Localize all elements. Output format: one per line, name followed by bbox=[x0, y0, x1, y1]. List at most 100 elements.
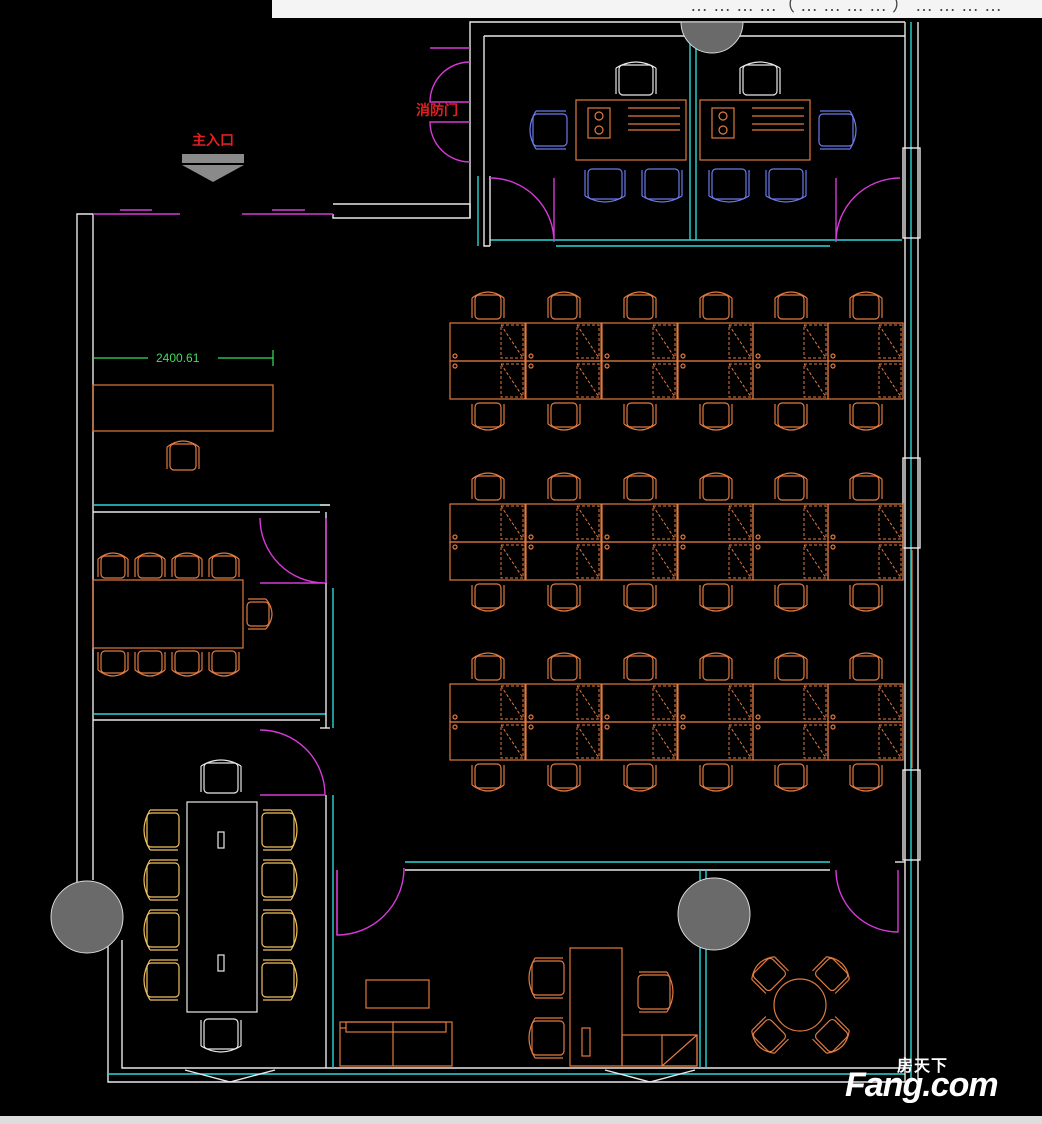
chair bbox=[471, 402, 505, 431]
chair bbox=[699, 472, 733, 501]
chair bbox=[547, 291, 581, 320]
office-top-chairs bbox=[529, 61, 857, 203]
chair bbox=[547, 652, 581, 681]
watermark-top: 房天下 bbox=[897, 1058, 949, 1075]
column bbox=[680, 21, 744, 54]
chair bbox=[774, 402, 808, 431]
meeting-chairs-small bbox=[97, 552, 273, 677]
chair bbox=[261, 909, 298, 951]
dimension-line bbox=[93, 350, 274, 366]
interior-walls bbox=[93, 504, 905, 1068]
column bbox=[677, 877, 751, 951]
chair bbox=[708, 168, 750, 203]
main-entrance-label: 主入口 bbox=[192, 132, 234, 148]
outer-walls bbox=[76, 21, 921, 1083]
chair bbox=[623, 472, 657, 501]
manager-desk bbox=[569, 947, 698, 1067]
chair bbox=[623, 763, 657, 792]
column bbox=[50, 880, 124, 954]
chair bbox=[134, 552, 166, 579]
chair bbox=[547, 402, 581, 431]
chair bbox=[641, 168, 683, 203]
chair bbox=[208, 552, 240, 579]
chair bbox=[261, 859, 298, 901]
chair bbox=[849, 652, 883, 681]
chair bbox=[143, 809, 180, 851]
chair bbox=[849, 583, 883, 612]
watermark: 房天下 Fang.com bbox=[845, 1052, 1030, 1108]
round-table bbox=[773, 978, 827, 1032]
chair bbox=[774, 291, 808, 320]
chair bbox=[171, 650, 203, 677]
chair bbox=[774, 652, 808, 681]
chair bbox=[699, 763, 733, 792]
conference-table bbox=[186, 801, 258, 1013]
watermark-main: Fang.com bbox=[845, 1066, 999, 1104]
conference-chairs bbox=[143, 759, 298, 1053]
fire-door-label: 消防门 bbox=[416, 102, 458, 118]
chair bbox=[134, 650, 166, 677]
chair bbox=[849, 291, 883, 320]
chair bbox=[849, 472, 883, 501]
chair bbox=[774, 472, 808, 501]
chair bbox=[739, 61, 781, 96]
chair bbox=[751, 956, 789, 994]
bottom-strip bbox=[0, 1116, 1042, 1124]
chair bbox=[812, 956, 850, 994]
meeting-table-small bbox=[92, 579, 244, 649]
chair bbox=[208, 650, 240, 677]
chair bbox=[261, 959, 298, 1001]
chair bbox=[97, 552, 129, 579]
chair bbox=[171, 552, 203, 579]
chair bbox=[471, 763, 505, 792]
sofa bbox=[339, 979, 453, 1067]
chair bbox=[200, 759, 242, 794]
chair bbox=[261, 809, 298, 851]
chair bbox=[97, 650, 129, 677]
chair bbox=[818, 110, 857, 150]
chair bbox=[774, 583, 808, 612]
entrance-arrow bbox=[182, 154, 244, 182]
chair bbox=[584, 168, 626, 203]
dimension-label: 2400.61 bbox=[156, 351, 200, 365]
chair bbox=[528, 957, 565, 999]
chair bbox=[849, 402, 883, 431]
round-table-chairs bbox=[751, 956, 850, 1054]
structural-columns bbox=[50, 21, 751, 954]
chair bbox=[751, 1016, 789, 1054]
chair bbox=[143, 959, 180, 1001]
chair bbox=[471, 291, 505, 320]
chair bbox=[166, 440, 200, 471]
chair bbox=[812, 1016, 850, 1054]
chair bbox=[529, 110, 568, 150]
chair bbox=[547, 583, 581, 612]
top-banner: … … … …（ … … … … ） … … … … bbox=[272, 0, 1042, 18]
banner-text: … … … …（ … … … … ） … … … … bbox=[689, 0, 1002, 15]
chair bbox=[699, 291, 733, 320]
chair bbox=[699, 583, 733, 612]
chair bbox=[623, 291, 657, 320]
workstation-rows bbox=[449, 291, 904, 792]
doors bbox=[184, 47, 901, 1083]
chair bbox=[849, 763, 883, 792]
chair bbox=[637, 971, 674, 1013]
chair bbox=[623, 583, 657, 612]
chair bbox=[774, 763, 808, 792]
chair bbox=[765, 168, 807, 203]
chair bbox=[615, 61, 657, 96]
manager-chairs bbox=[528, 957, 674, 1059]
chair bbox=[143, 859, 180, 901]
chair bbox=[623, 652, 657, 681]
chair bbox=[143, 909, 180, 951]
chair bbox=[471, 472, 505, 501]
chair bbox=[699, 402, 733, 431]
chair bbox=[623, 402, 657, 431]
chair bbox=[547, 472, 581, 501]
chair bbox=[200, 1018, 242, 1053]
reception-desk bbox=[92, 384, 274, 432]
chair bbox=[246, 598, 273, 630]
chair bbox=[547, 763, 581, 792]
reception-chair bbox=[166, 440, 200, 471]
chair bbox=[699, 652, 733, 681]
